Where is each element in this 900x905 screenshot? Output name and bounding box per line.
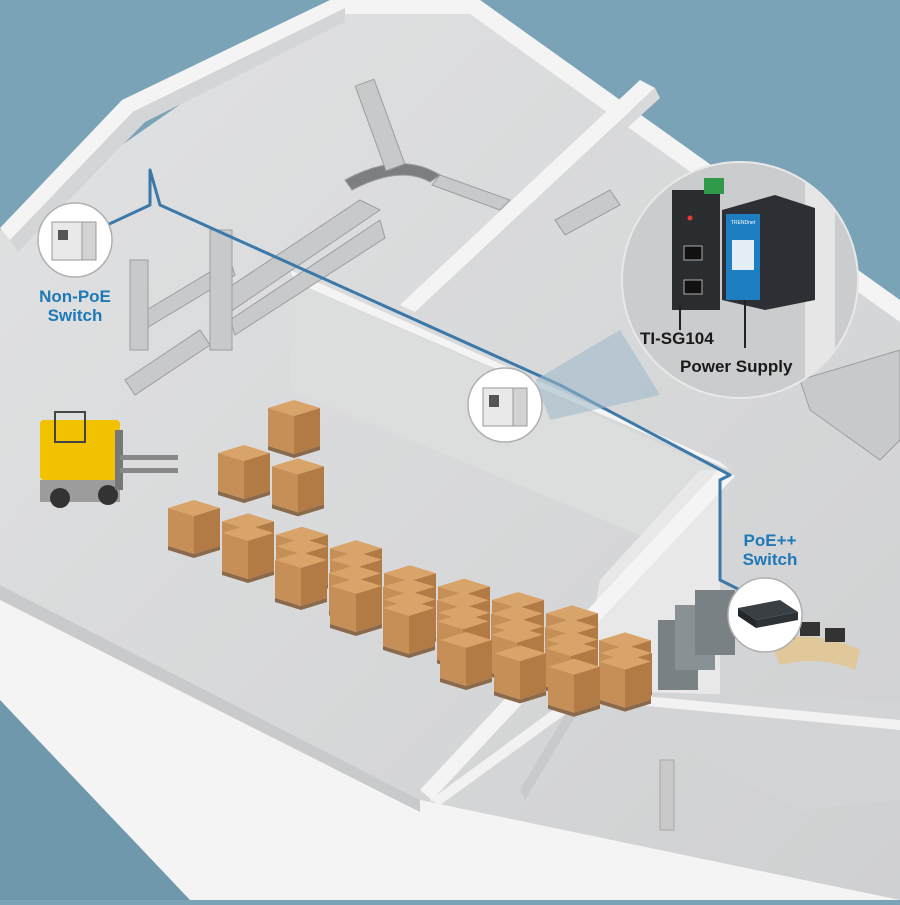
network-switch-icon	[738, 600, 798, 628]
industrial-switch-icon	[672, 178, 724, 310]
electrical-enclosure-icon	[51, 221, 97, 261]
outer-wall-left	[0, 0, 345, 240]
cardboard-box	[548, 658, 600, 717]
cardboard-box	[330, 578, 382, 636]
background-bottom-left	[0, 700, 190, 900]
cardboard-box	[599, 653, 651, 712]
psu-brand: TRENDnet	[731, 220, 756, 226]
cardboard-box	[222, 525, 274, 583]
outer-wall-left-face	[10, 8, 345, 252]
cardboard-box	[268, 400, 320, 458]
non-poe-label-line1: Non-PoE	[39, 287, 111, 306]
poe-switch-callout	[727, 577, 803, 653]
poe-switch-label: PoE++ Switch	[720, 531, 820, 569]
non-poe-switch-label: Non-PoE Switch	[20, 287, 130, 325]
cardboard-box	[218, 445, 270, 503]
divider-wall-top	[400, 80, 655, 312]
outer-wall-bottom-face	[0, 585, 420, 812]
cardboard-box	[440, 632, 492, 690]
poe-label-line2: Switch	[742, 549, 798, 569]
bottom-room-wall-face	[520, 690, 585, 800]
door	[659, 759, 675, 831]
forklift	[40, 411, 178, 508]
divider-wall-top-face	[415, 88, 660, 318]
non-poe-enclosure-callout	[37, 202, 113, 278]
center-enclosure-callout	[467, 330, 660, 443]
electrical-enclosure-icon	[482, 387, 528, 427]
cardboard-box	[272, 458, 324, 517]
ti-sg104-label: TI-SG104	[640, 329, 714, 348]
cardboard-box	[275, 552, 327, 610]
din-rail-power-supply-icon: TRENDnet	[722, 195, 815, 310]
power-supply-label: Power Supply	[680, 357, 793, 376]
cardboard-box	[494, 645, 546, 704]
lower-room-wall	[430, 690, 900, 805]
non-poe-label-line2: Switch	[47, 305, 103, 325]
cardboard-box	[383, 600, 435, 658]
outer-wall-bottom	[0, 585, 900, 900]
magnifier-callout: TRENDnet	[621, 161, 859, 399]
boxes-group	[168, 400, 652, 717]
conveyor-machinery	[124, 78, 900, 461]
cardboard-box	[168, 500, 220, 558]
poe-label-line1: PoE++	[743, 531, 797, 550]
